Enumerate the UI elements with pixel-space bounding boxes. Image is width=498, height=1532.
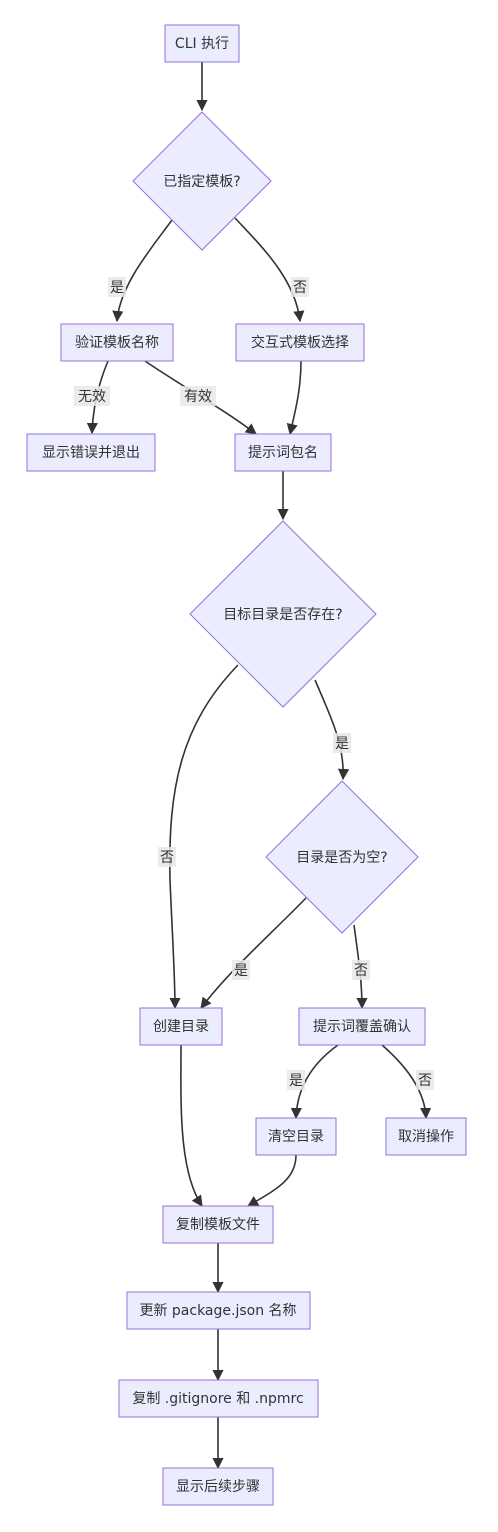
node-cli: CLI 执行 (164, 24, 240, 63)
label-valid-text: 有效 (184, 389, 212, 405)
label-has-yes: 是 (108, 277, 126, 297)
node-create-dir-text: 创建目录 (153, 1019, 209, 1035)
edges (86, 62, 432, 1470)
node-dir-exists-text: 目标目录是否存在? (223, 607, 342, 623)
label-empty-yes: 是 (232, 960, 250, 980)
node-dir-empty-text: 目录是否为空? (296, 850, 387, 866)
edge-interactive-to-prompt (286, 360, 302, 436)
edge-labels: 是 否 无效 有效 否 是 是 否 (74, 277, 434, 1090)
edge-dir-exists-yes (314, 679, 350, 781)
label-empty-yes-text: 是 (234, 963, 248, 979)
node-confirm-overwrite-text: 提示词覆盖确认 (313, 1019, 411, 1035)
node-copy-gitignore-text: 复制 .gitignore 和 .npmrc (132, 1390, 303, 1407)
node-prompt-name: 提示词包名 (234, 433, 332, 472)
edge-create-to-copy (180, 1044, 203, 1207)
node-cli-text: CLI 执行 (175, 36, 229, 52)
node-show-next: 显示后续步骤 (162, 1467, 274, 1506)
node-create-dir: 创建目录 (139, 1007, 223, 1046)
label-invalid: 无效 (74, 386, 110, 406)
label-exists-yes: 是 (333, 733, 351, 753)
node-interactive-text: 交互式模板选择 (251, 334, 349, 351)
node-confirm-overwrite: 提示词覆盖确认 (298, 1007, 426, 1046)
label-confirm-no: 否 (416, 1070, 434, 1090)
edge-has-template-no (234, 217, 305, 323)
node-cancel: 取消操作 (385, 1117, 467, 1156)
label-exists-yes-text: 是 (335, 736, 349, 752)
node-show-next-text: 显示后续步骤 (176, 1478, 260, 1495)
label-has-no-text: 否 (293, 280, 307, 296)
label-has-yes-text: 是 (110, 280, 124, 296)
node-show-error-text: 显示错误并退出 (42, 445, 140, 461)
node-update-pkg: 更新 package.json 名称 (126, 1291, 311, 1330)
node-dir-empty: 目录是否为空? (265, 780, 419, 934)
node-cancel-text: 取消操作 (398, 1129, 454, 1145)
label-empty-no: 否 (352, 960, 370, 980)
node-copy-files: 复制模板文件 (162, 1205, 274, 1244)
edge-confirm-no (381, 1044, 432, 1120)
edge-confirm-yes (290, 1044, 339, 1120)
label-exists-no-text: 否 (160, 850, 174, 866)
node-interactive: 交互式模板选择 (235, 323, 365, 362)
label-confirm-no-text: 否 (418, 1073, 432, 1089)
node-copy-files-text: 复制模板文件 (176, 1216, 260, 1233)
node-dir-exists: 目标目录是否存在? (189, 520, 377, 708)
label-valid: 有效 (180, 386, 216, 406)
edge-clear-to-copy (247, 1154, 297, 1207)
node-clear-dir-text: 清空目录 (268, 1129, 324, 1145)
node-has-template-text: 已指定模板? (163, 174, 240, 190)
node-copy-gitignore: 复制 .gitignore 和 .npmrc (118, 1379, 319, 1418)
node-clear-dir: 清空目录 (255, 1117, 337, 1156)
edge-dir-empty-yes (200, 897, 307, 1009)
node-update-pkg-text: 更新 package.json 名称 (139, 1303, 296, 1319)
label-exists-no: 否 (158, 847, 176, 867)
node-validate-text: 验证模板名称 (75, 335, 159, 351)
nodes: CLI 执行 已指定模板? 验证模板名称 交互式模板选择 显示错误并退出 提示词… (26, 24, 467, 1506)
edge-has-template-yes (112, 219, 173, 323)
node-show-error: 显示错误并退出 (26, 433, 156, 472)
label-has-no: 否 (291, 277, 309, 297)
node-prompt-name-text: 提示词包名 (248, 445, 318, 461)
label-confirm-yes: 是 (287, 1070, 305, 1090)
label-confirm-yes-text: 是 (289, 1073, 303, 1089)
edge-dir-exists-no (168, 664, 239, 1010)
node-validate: 验证模板名称 (60, 323, 174, 362)
label-invalid-text: 无效 (78, 389, 106, 405)
label-empty-no-text: 否 (354, 963, 368, 979)
node-has-template: 已指定模板? (132, 111, 272, 251)
